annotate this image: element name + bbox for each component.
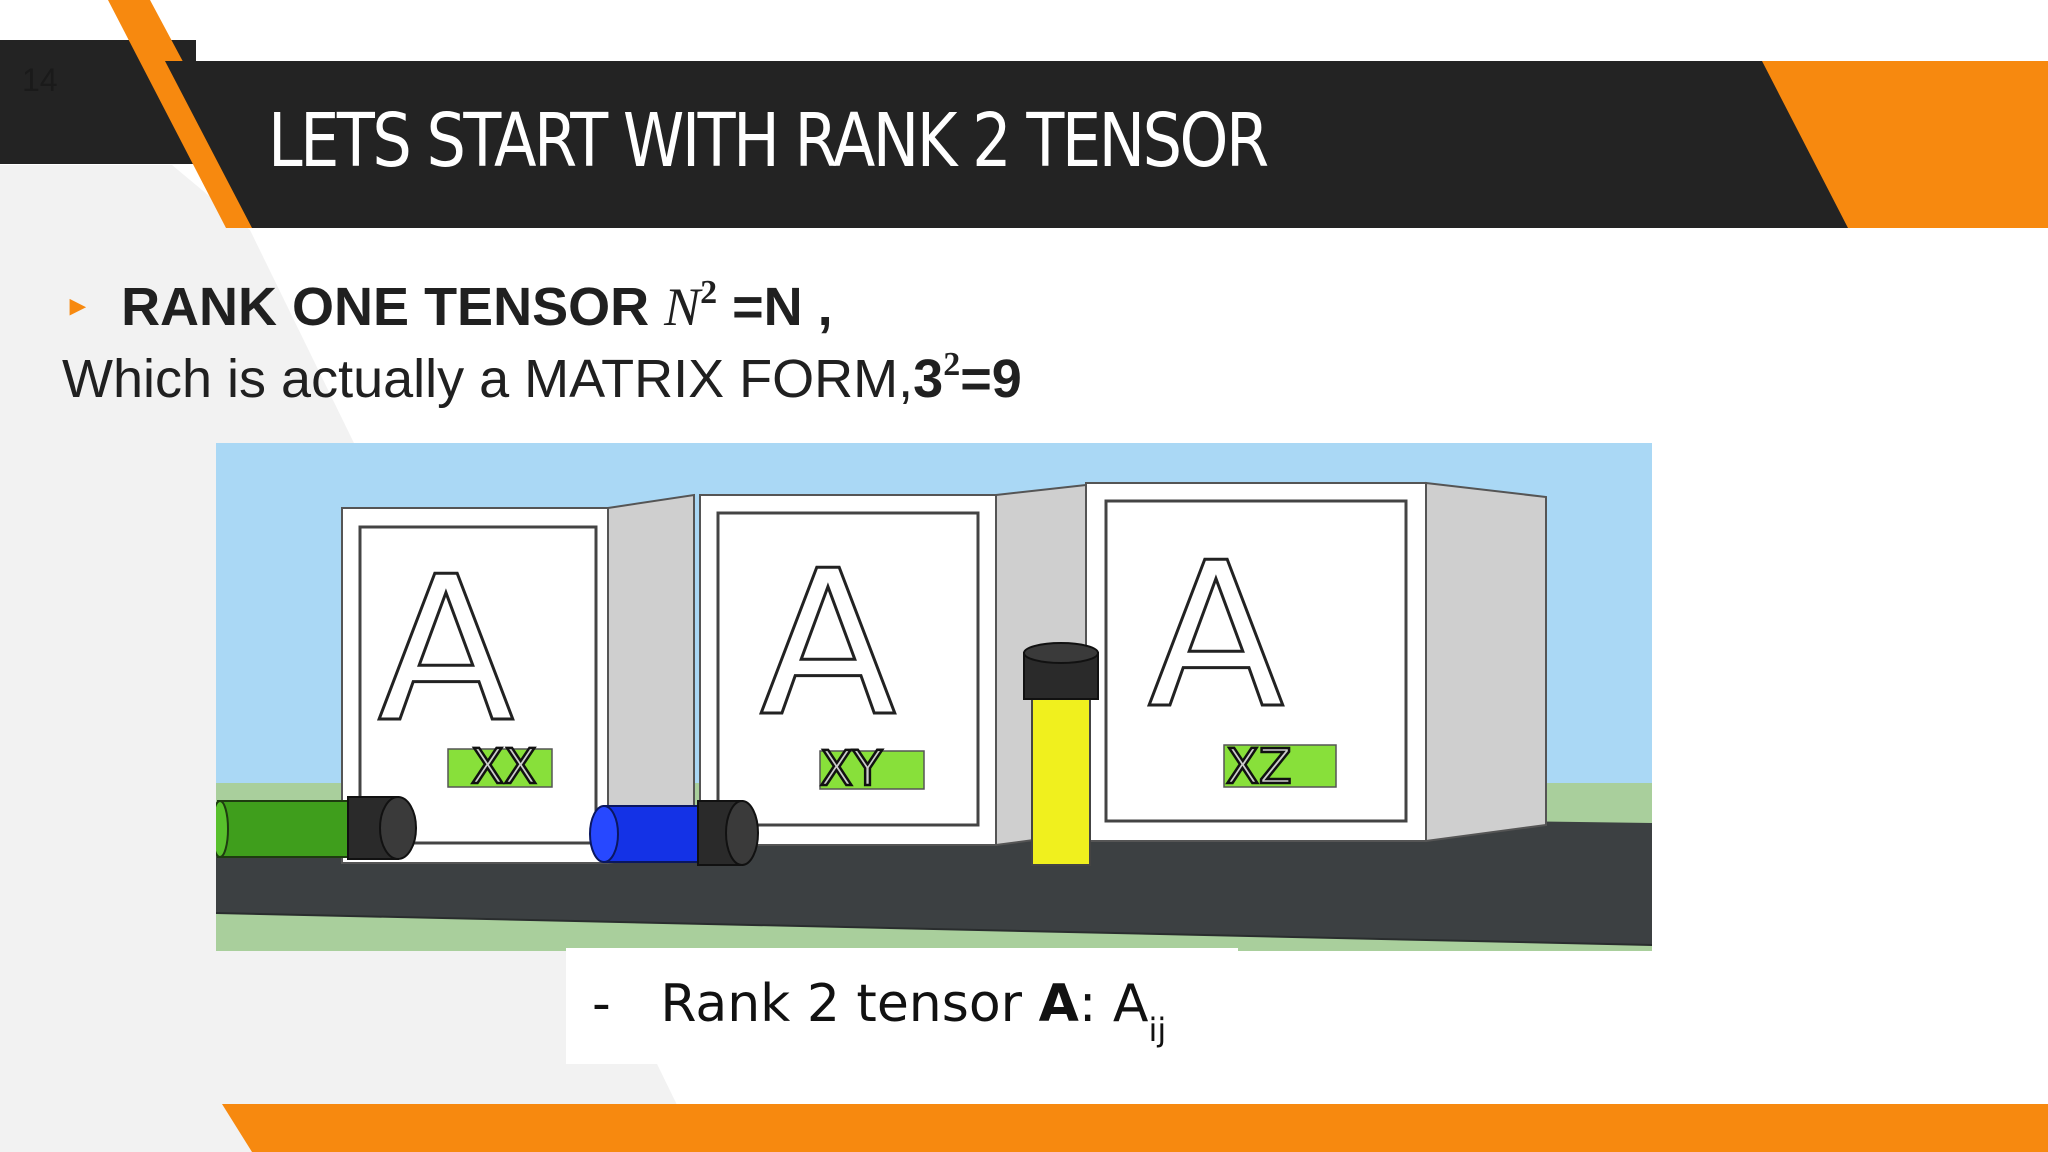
- bullet-arrow-icon: ▸: [70, 289, 86, 322]
- blue-rod: [589, 800, 759, 866]
- caption: - Rank 2 tensor A: Aij: [592, 974, 1166, 1049]
- block-xz: A XZ: [1085, 481, 1547, 843]
- orange-right-block: [1762, 61, 2048, 228]
- caption-symbol: A: [1112, 974, 1149, 1034]
- slide-number: 14: [22, 62, 58, 98]
- title-band: [165, 61, 1915, 228]
- block-tag: XX: [471, 739, 537, 795]
- caption-bold: A: [1038, 974, 1079, 1034]
- bullet-label: RANK ONE TENSOR: [121, 277, 650, 337]
- matrix-form-text: Which is actually a MATRIX FORM,: [62, 349, 914, 409]
- math-exponent: 2: [700, 274, 718, 311]
- caption-subscript: ij: [1148, 1011, 1167, 1049]
- slide-title: LETS START WITH RANK 2 TENSOR: [268, 98, 1269, 184]
- matrix-result: =9: [960, 349, 1022, 409]
- matrix-base: 3: [913, 349, 944, 409]
- caption-colon: :: [1078, 974, 1113, 1034]
- matrix-form-line: Which is actually a MATRIX FORM,32=9: [62, 346, 1022, 410]
- bullet-line: ▸ RANK ONE TENSOR N2 =N ,: [70, 274, 833, 338]
- orange-bottom-bar: [222, 1104, 2048, 1152]
- block-letter: A: [1148, 520, 1285, 753]
- bullet-suffix: =N ,: [717, 277, 833, 337]
- caption-box: - Rank 2 tensor A: Aij: [566, 948, 1238, 1064]
- yellow-rod: [1023, 642, 1099, 866]
- tensor-illustration: A XX A XY A XZ: [216, 443, 1652, 951]
- block-letter: A: [760, 528, 897, 761]
- block-xx: A XX: [341, 493, 695, 865]
- block-letter: A: [378, 534, 515, 767]
- caption-text: Rank 2 tensor: [660, 974, 1039, 1034]
- green-rod: [216, 796, 417, 860]
- matrix-exponent: 2: [943, 346, 961, 383]
- block-tag: XZ: [1226, 739, 1292, 795]
- math-base: N: [664, 277, 701, 337]
- block-tag: XY: [820, 741, 883, 797]
- caption-dash: -: [592, 974, 611, 1034]
